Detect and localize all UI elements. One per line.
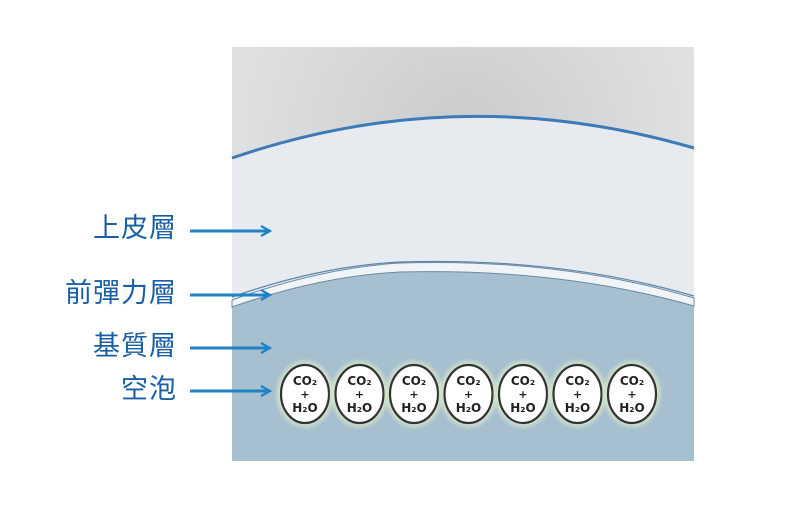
bubble-text-plus: + <box>300 388 309 401</box>
co2-h2o-bubble: CO₂+H₂O <box>383 358 445 430</box>
bubble-text-plus: + <box>464 388 473 401</box>
bubble-text-co2: CO₂ <box>402 374 426 388</box>
gas-bubble-row: CO₂+H₂OCO₂+H₂OCO₂+H₂OCO₂+H₂OCO₂+H₂OCO₂+H… <box>274 358 663 430</box>
bubble-outline <box>606 363 658 425</box>
bowman-upper-line <box>231 260 695 298</box>
co2-h2o-bubble: CO₂+H₂O <box>328 358 391 430</box>
bubble-text-co2: CO₂ <box>293 374 317 388</box>
bubble-text-h2o: H₂O <box>619 401 645 415</box>
bubble-text-plus: + <box>627 388 636 401</box>
co2-h2o-bubble: CO₂+H₂O <box>274 358 336 430</box>
label-stroma: 基質層 <box>93 331 177 362</box>
label-bowman-layer: 前彈力層 <box>65 278 177 309</box>
bubble-text-h2o: H₂O <box>565 401 591 415</box>
epithelium-layer <box>232 116 694 300</box>
bubble-text-h2o: H₂O <box>347 401 373 415</box>
bubble-text-h2o: H₂O <box>292 401 318 415</box>
bubble-text-co2: CO₂ <box>456 374 480 388</box>
bubble-text-plus: + <box>573 388 582 401</box>
bubble-text-plus: + <box>355 388 364 401</box>
co2-h2o-bubble: CO₂+H₂O <box>492 358 554 430</box>
co2-h2o-bubble: CO₂+H₂O <box>546 358 609 430</box>
bubble-text-co2: CO₂ <box>347 374 371 388</box>
label-epithelium: 上皮層 <box>93 213 177 244</box>
label-bubbles: 空泡 <box>121 374 177 405</box>
co2-h2o-bubble: CO₂+H₂O <box>601 358 663 430</box>
co2-h2o-bubble: CO₂+H₂O <box>437 358 500 430</box>
bubble-text-co2: CO₂ <box>565 374 589 388</box>
bubble-text-h2o: H₂O <box>456 401 482 415</box>
bubble-text-h2o: H₂O <box>401 401 427 415</box>
bowman-layer <box>231 261 695 308</box>
bubble-text-plus: + <box>409 388 418 401</box>
bubble-text-plus: + <box>518 388 527 401</box>
bubble-text-co2: CO₂ <box>620 374 644 388</box>
epithelium-surface-line <box>231 114 695 160</box>
bubble-text-h2o: H₂O <box>510 401 536 415</box>
bubble-text-co2: CO₂ <box>511 374 535 388</box>
